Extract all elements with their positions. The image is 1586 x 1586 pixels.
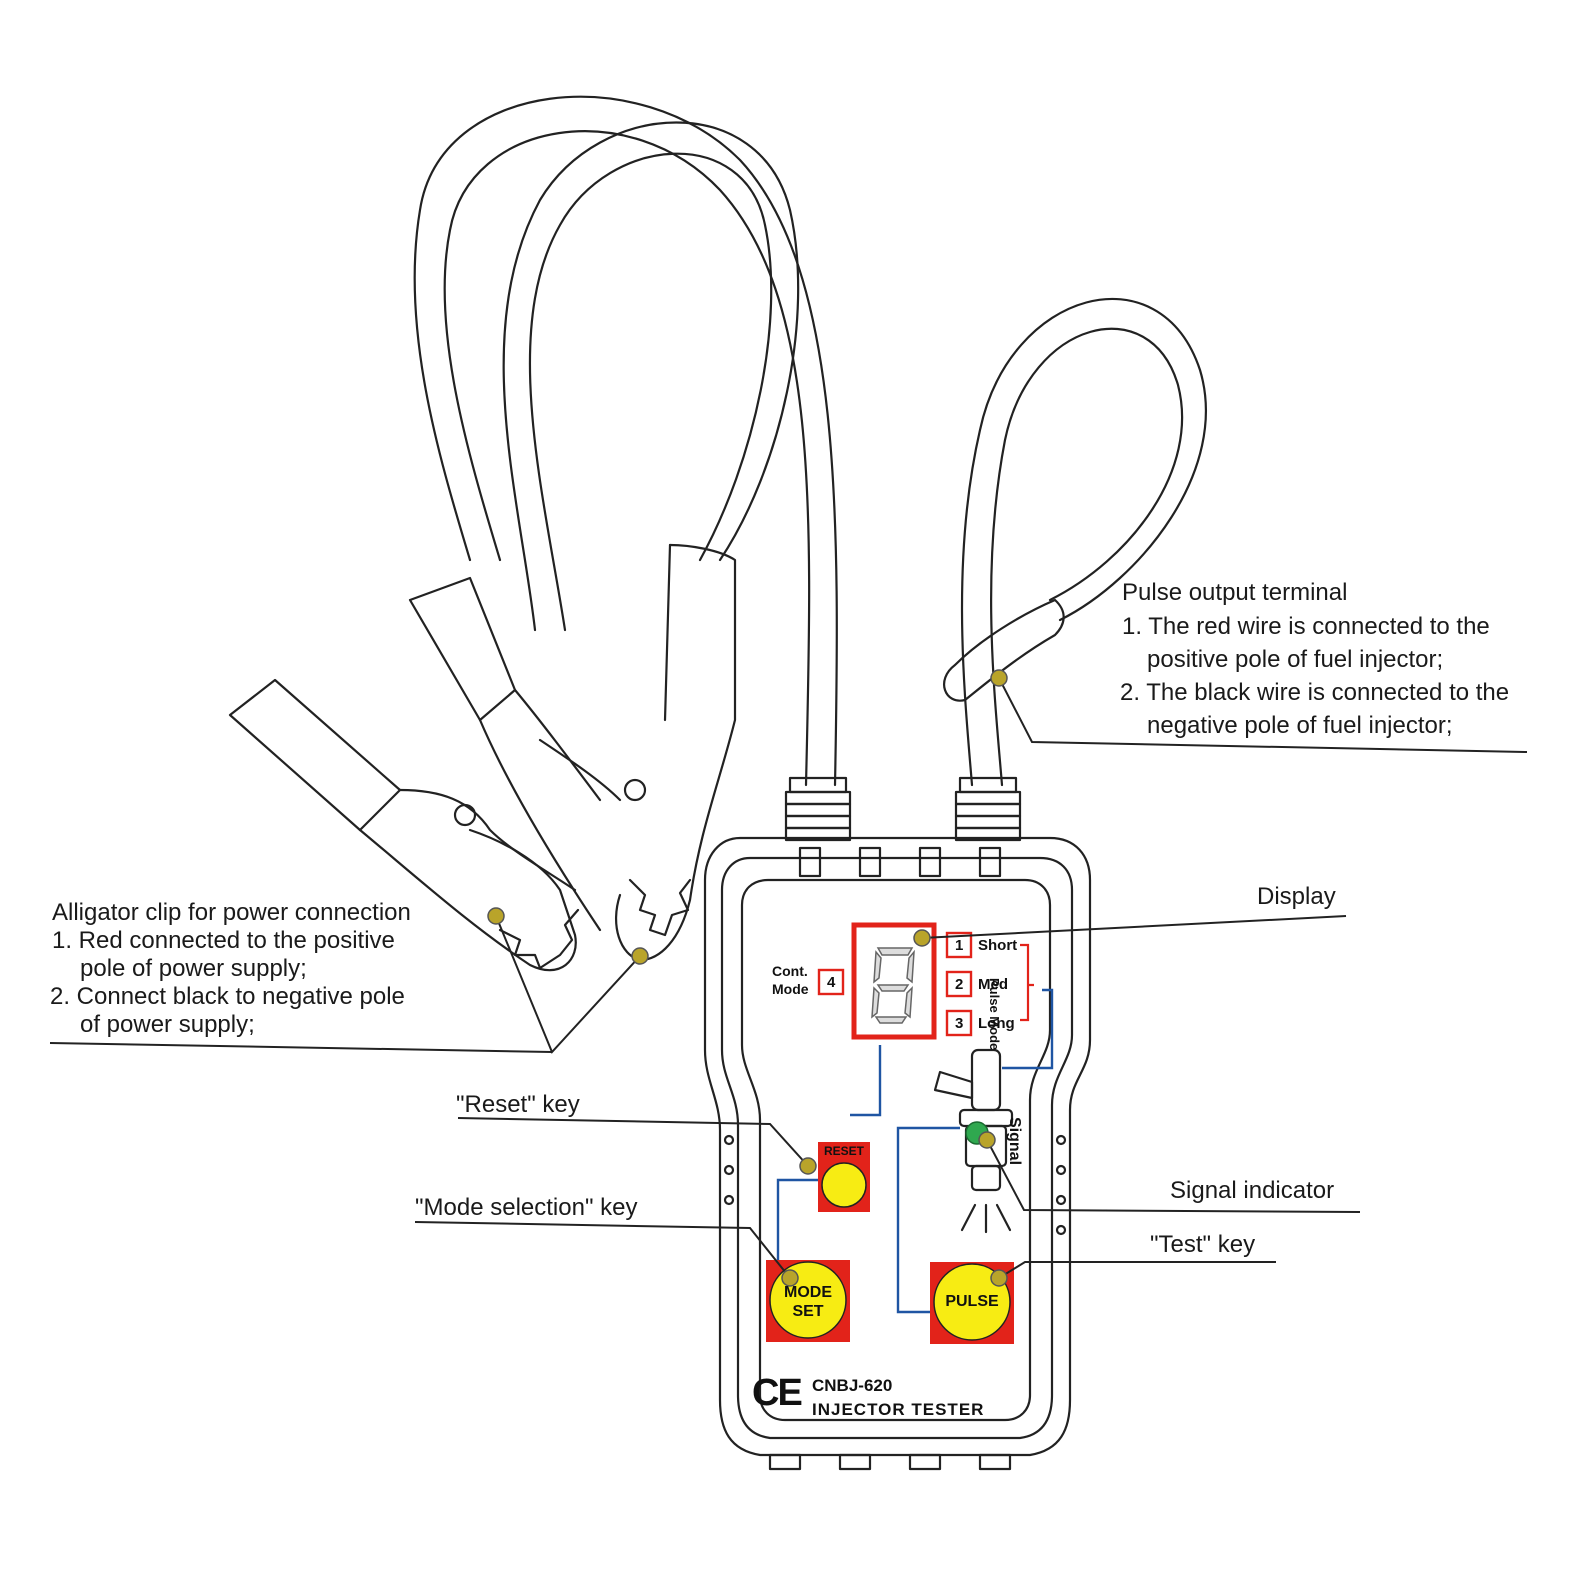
alligator-callout-line2b: of power supply; xyxy=(80,1011,255,1038)
signal-label: Signal xyxy=(1006,1117,1023,1166)
alligator-callout-line1b: pole of power supply; xyxy=(80,955,307,982)
display-callout: Display xyxy=(1257,883,1336,910)
display-digit xyxy=(871,947,915,1024)
mode-2-number: 2 xyxy=(955,976,964,993)
model-number: CNBJ-620 xyxy=(812,1376,893,1395)
reset-label: RESET xyxy=(823,1144,864,1158)
device-body xyxy=(703,836,1092,1471)
reset-button[interactable] xyxy=(821,1162,867,1208)
pulse-output-line1b: positive pole of fuel injector; xyxy=(1147,646,1444,673)
power-connector xyxy=(784,776,852,842)
mode-set-label-1: MODE xyxy=(784,1284,832,1301)
mode-key-callout: "Mode selection" key xyxy=(415,1194,638,1221)
product-name: INJECTOR TESTER xyxy=(812,1400,985,1419)
leader-lines xyxy=(49,677,1528,1279)
alligator-callout-line1: 1. Red connected to the positive xyxy=(52,927,395,954)
circuit-lines xyxy=(776,988,1054,1314)
cont-label-2: Mode xyxy=(772,981,809,997)
alligator-callout-title: Alligator clip for power connection xyxy=(52,899,411,926)
mode-boxes xyxy=(817,931,973,1037)
power-cable xyxy=(413,95,838,787)
pulse-mode-label: Pulse Mode xyxy=(987,978,1002,1051)
reset-key-callout: "Reset" key xyxy=(456,1091,580,1118)
mode-1-number: 1 xyxy=(955,937,964,954)
right-alligator-clip xyxy=(408,543,737,962)
signal-indicator-callout: Signal indicator xyxy=(1170,1177,1335,1204)
callout-dots xyxy=(487,669,1008,1287)
mode-2-label: Med xyxy=(978,976,1008,993)
mode-3-number: 3 xyxy=(955,1015,964,1032)
cont-mode-number: 4 xyxy=(827,974,836,991)
pulse-output-title: Pulse output terminal xyxy=(1122,579,1348,606)
pulse-output-line2: 2. The black wire is connected to the xyxy=(1120,679,1510,706)
pulse-button[interactable] xyxy=(933,1263,1011,1341)
pulse-output-line1: 1. The red wire is connected to the xyxy=(1122,613,1490,640)
pulse-output-line2b: negative pole of fuel injector; xyxy=(1147,712,1453,739)
alligator-callout-line2: 2. Connect black to negative pole xyxy=(50,983,405,1010)
pulse-cable xyxy=(943,298,1207,787)
mode-set-label-2: SET xyxy=(792,1303,824,1320)
pulse-label: PULSE xyxy=(945,1293,999,1310)
ce-mark: CE xyxy=(752,1372,803,1414)
pulse-connector xyxy=(954,776,1022,842)
left-alligator-clip xyxy=(228,678,580,972)
mode-1-label: Short xyxy=(978,937,1018,954)
cont-label-1: Cont. xyxy=(772,963,808,979)
test-key-callout: "Test" key xyxy=(1150,1231,1256,1258)
mode-3-label: Long xyxy=(978,1015,1015,1032)
